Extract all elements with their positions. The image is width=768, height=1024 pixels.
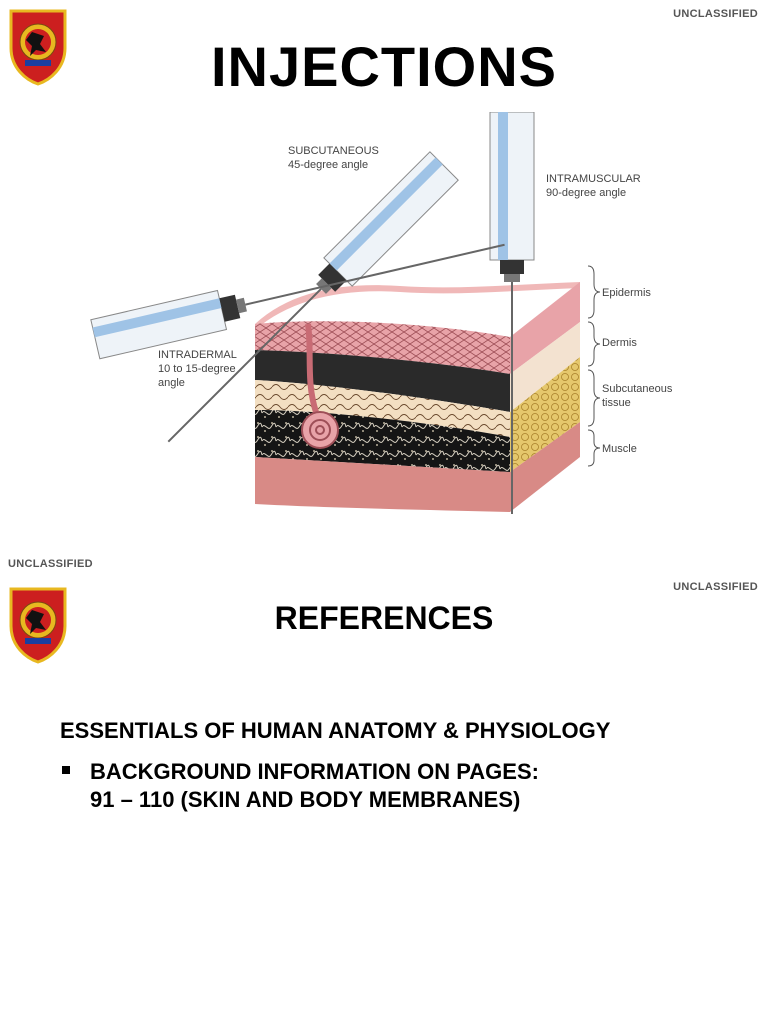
- label-intradermal: INTRADERMAL: [158, 349, 237, 361]
- classification-marking-top-2: UNCLASSIFIED: [673, 581, 758, 593]
- classification-marking-top: UNCLASSIFIED: [673, 8, 758, 20]
- label-subcutaneous: SUBCUTANEOUS: [288, 145, 379, 157]
- label-muscle: Muscle: [602, 443, 637, 455]
- label-intramuscular-angle: 90-degree angle: [546, 187, 626, 199]
- label-subcutaneous-angle: 45-degree angle: [288, 159, 368, 171]
- label-subcutaneous-tissue-1: Subcutaneous: [602, 383, 673, 395]
- reference-book-title: ESSENTIALS OF HUMAN ANATOMY & PHYSIOLOGY: [60, 718, 610, 744]
- bullet-square-icon: [62, 766, 70, 774]
- slide-injections: UNCLASSIFIED INJECTIONS: [0, 0, 768, 578]
- reference-pages-line-1: BACKGROUND INFORMATION ON PAGES:: [90, 758, 730, 786]
- injection-angles-diagram: SUBCUTANEOUS 45-degree angle INTRAMUSCUL…: [80, 112, 700, 522]
- page-title: INJECTIONS: [0, 34, 768, 99]
- label-intradermal-angle-2: angle: [158, 377, 185, 389]
- layer-brackets: [588, 266, 600, 466]
- classification-marking-bottom: UNCLASSIFIED: [8, 558, 93, 570]
- label-intradermal-angle-1: 10 to 15-degree: [158, 363, 236, 375]
- reference-pages-line-2: 91 – 110 (SKIN AND BODY MEMBRANES): [90, 786, 730, 814]
- label-dermis: Dermis: [602, 337, 637, 349]
- label-epidermis: Epidermis: [602, 287, 651, 299]
- page-title-references: REFERENCES: [0, 600, 768, 637]
- label-intramuscular: INTRAMUSCULAR: [546, 173, 641, 185]
- reference-pages: BACKGROUND INFORMATION ON PAGES: 91 – 11…: [90, 758, 730, 814]
- label-subcutaneous-tissue-2: tissue: [602, 397, 631, 409]
- slide-references: UNCLASSIFIED REFERENCES ESSENTIALS OF HU…: [0, 578, 768, 1024]
